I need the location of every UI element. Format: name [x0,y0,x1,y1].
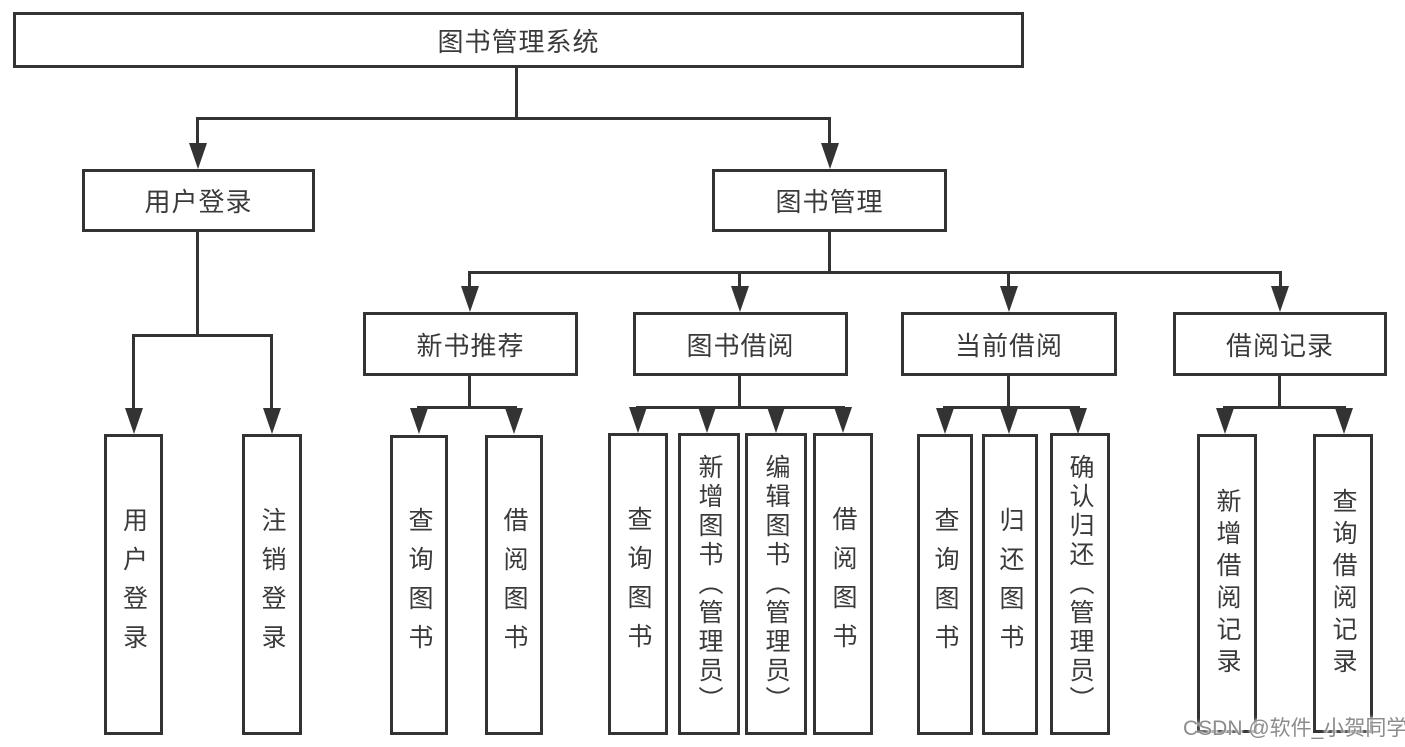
arrowhead [767,407,785,433]
leaf-borrow-books-newbook: 借阅图书 [485,435,543,735]
node-label: 当前借阅 [954,330,1063,361]
node-label: 确认归还（管理员） [1066,453,1094,715]
leaf-return-books: 归还图书 [982,434,1038,735]
arrowhead [731,286,749,312]
node-book-management: 图书管理 [712,169,947,232]
leaf-logout: 注销登录 [242,434,302,735]
arrowhead [505,408,523,434]
node-label: 查询图书 [405,507,433,663]
node-label: 编辑图书（管理员） [762,453,790,715]
connector-line [828,230,831,274]
csdn-watermark: CSDN @软件_小贺同学 [1183,717,1405,740]
node-label: 用户登录 [144,187,253,217]
connector-line [1223,406,1346,409]
node-label: 图书管理系统 [437,26,600,57]
arrowhead [821,143,839,169]
arrowhead [1069,408,1087,434]
node-label: 借阅图书 [500,507,528,663]
node-label: 借阅记录 [1225,330,1334,361]
node-new-book-recommend: 新书推荐 [363,312,578,376]
node-label: 注销登录 [258,506,286,663]
connector-line [636,406,845,409]
arrowhead [189,143,207,169]
arrowhead [1335,408,1353,434]
connector-line [1007,374,1010,409]
connector-line [468,374,471,409]
node-label: 新增图书（管理员） [695,453,723,715]
leaf-query-books-newbook: 查询图书 [390,435,448,735]
node-label: 归还图书 [996,506,1024,663]
connector-line [468,271,1282,274]
arrowhead [1271,286,1289,312]
leaf-confirm-return-admin: 确认归还（管理员） [1050,433,1110,735]
arrowhead [936,408,954,434]
node-label: 查询图书 [931,506,959,663]
node-label: 新增借阅记录 [1213,487,1241,680]
arrowhead [698,407,716,433]
connector-line [196,230,199,337]
connector-line [515,67,518,119]
node-label: 查询借阅记录 [1329,487,1357,680]
leaf-query-books-current: 查询图书 [917,434,973,735]
arrowhead [629,407,647,433]
arrowhead [410,408,428,434]
node-book-borrowing: 图书借阅 [633,312,848,376]
connector-line [1278,374,1281,409]
node-user-login: 用户登录 [82,169,315,232]
connector-line [468,271,471,289]
arrowhead [1216,408,1234,434]
node-label: 新书推荐 [416,330,525,361]
leaf-edit-books-admin: 编辑图书（管理员） [745,433,807,735]
connector-line [943,406,1080,409]
connector-line [270,334,273,410]
leaf-add-borrow-record: 新增借阅记录 [1197,434,1257,733]
connector-line [196,117,831,120]
connector-line [1007,271,1010,289]
arrowhead [834,407,852,433]
leaf-user-login: 用户登录 [104,434,163,735]
node-label: 查询图书 [624,506,652,662]
connector-line [738,374,741,409]
leaf-query-borrow-record: 查询借阅记录 [1313,434,1373,733]
node-current-borrowing: 当前借阅 [901,312,1117,376]
connector-line [417,406,517,409]
connector-line [132,334,273,337]
node-label: 用户登录 [119,506,148,663]
arrowhead [461,286,479,312]
connector-line [738,271,741,289]
arrowhead [1000,408,1018,434]
node-label: 图书借阅 [686,330,795,361]
arrowhead [125,408,143,434]
node-label: 图书管理 [775,187,884,217]
arrowhead [1000,286,1018,312]
leaf-add-books-admin: 新增图书（管理员） [678,433,740,735]
connector-line [828,117,831,147]
arrowhead [263,408,281,434]
connector-line [132,334,135,410]
connector-line [196,117,199,147]
connector-line [1279,271,1282,289]
leaf-borrow-books-borrowing: 借阅图书 [813,433,873,735]
node-borrowing-records: 借阅记录 [1173,312,1387,376]
node-label: 借阅图书 [829,506,857,662]
leaf-query-books-borrowing: 查询图书 [608,433,668,735]
node-root-system: 图书管理系统 [13,12,1024,68]
